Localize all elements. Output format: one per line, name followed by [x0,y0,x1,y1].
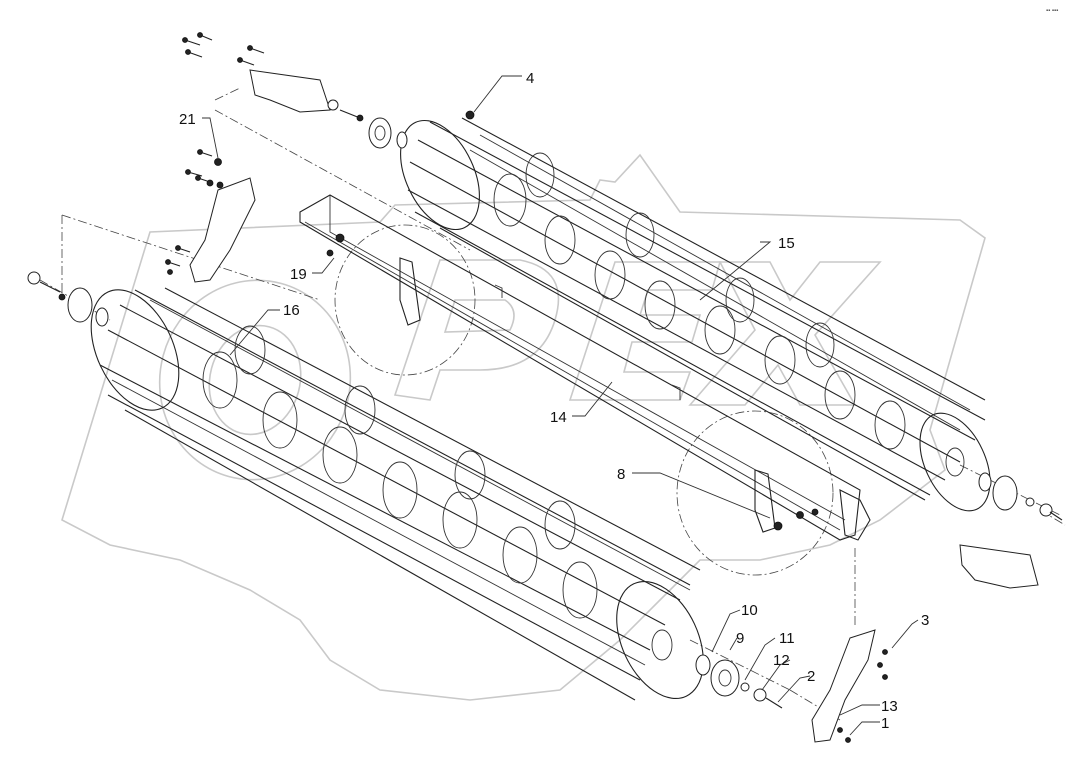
callout-9: 9 [736,630,744,647]
bearing-bracket-right [959,544,1039,589]
callout-8: 8 [617,466,625,483]
center-beam [299,194,871,541]
bearing-left [67,287,93,323]
callout-15: 15 [778,235,795,252]
bolts-top-left [182,32,265,66]
callout-4: 4 [526,70,534,87]
callout-12: 12 [773,652,790,669]
callout-labels: 4 21 19 15 16 14 8 10 9 11 12 2 3 13 1 [179,70,929,732]
hardware-parts [27,32,1063,743]
callout-19: 19 [290,266,307,283]
callout-16: 16 [283,302,300,319]
bolts-mid-left [185,149,224,189]
bearing-bottom [710,659,740,697]
callout-21: 21 [179,111,196,128]
callout-13: 13 [881,698,898,715]
callout-14: 14 [550,409,567,426]
callout-2: 2 [807,668,815,685]
callout-1: 1 [881,715,889,732]
bolts-bottom-right [837,649,888,743]
callout-10: 10 [741,602,758,619]
plate-mid-left [189,177,256,283]
bearing-top-left [368,117,392,149]
lower-cage-roller [90,287,704,701]
bearing-right [992,475,1018,511]
upper-cage-roller [400,117,991,512]
callout-3: 3 [921,612,929,629]
bolts-left [165,245,191,275]
callout-11: 11 [779,630,795,647]
bearing-bracket-top-left [249,69,331,113]
corner-mark: ▪▪ ▪▪▪ [1046,8,1058,14]
plate-bottom-right [811,629,876,743]
leader-lines [202,75,919,736]
